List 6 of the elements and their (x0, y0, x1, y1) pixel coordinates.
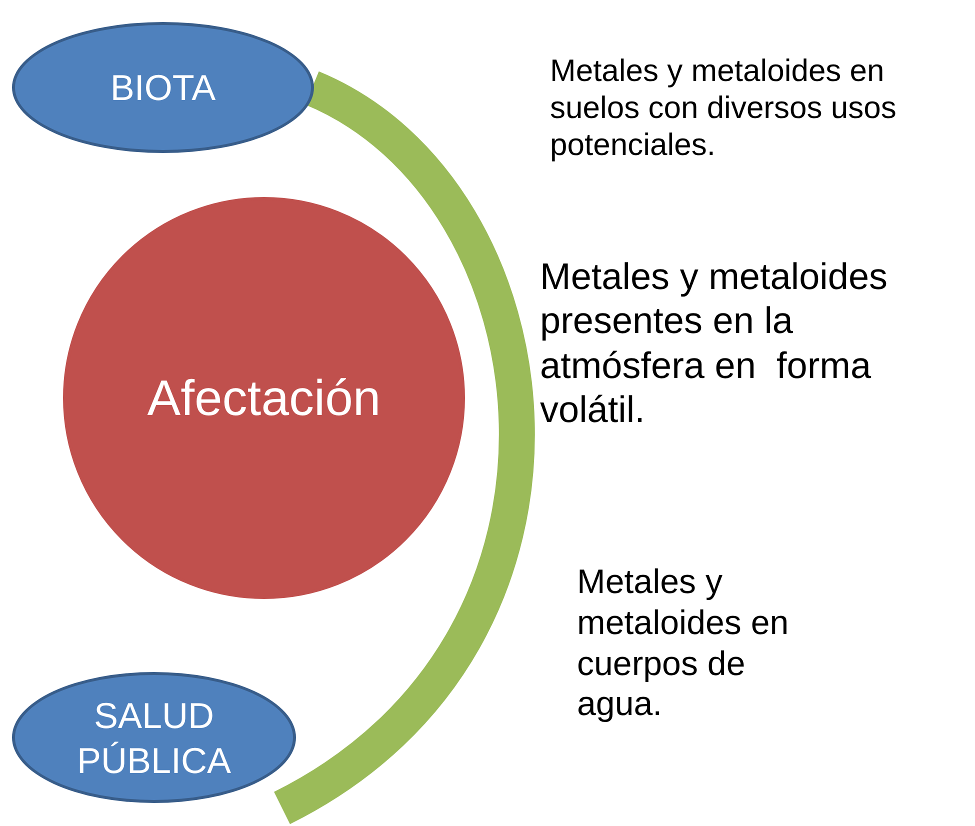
node-label: Afectación (147, 368, 381, 428)
description-text: Metales y metaloides en cuerpos de agua. (577, 562, 790, 726)
node-label: SALUD PÚBLICA (76, 694, 232, 782)
node-label: BIOTA (110, 66, 216, 110)
description-text: Metales y metaloides presentes en la atmósfera en forma volátil. (540, 255, 889, 432)
description-text: Metales y metaloides en suelos con diversos usos potenciales. (550, 52, 898, 164)
